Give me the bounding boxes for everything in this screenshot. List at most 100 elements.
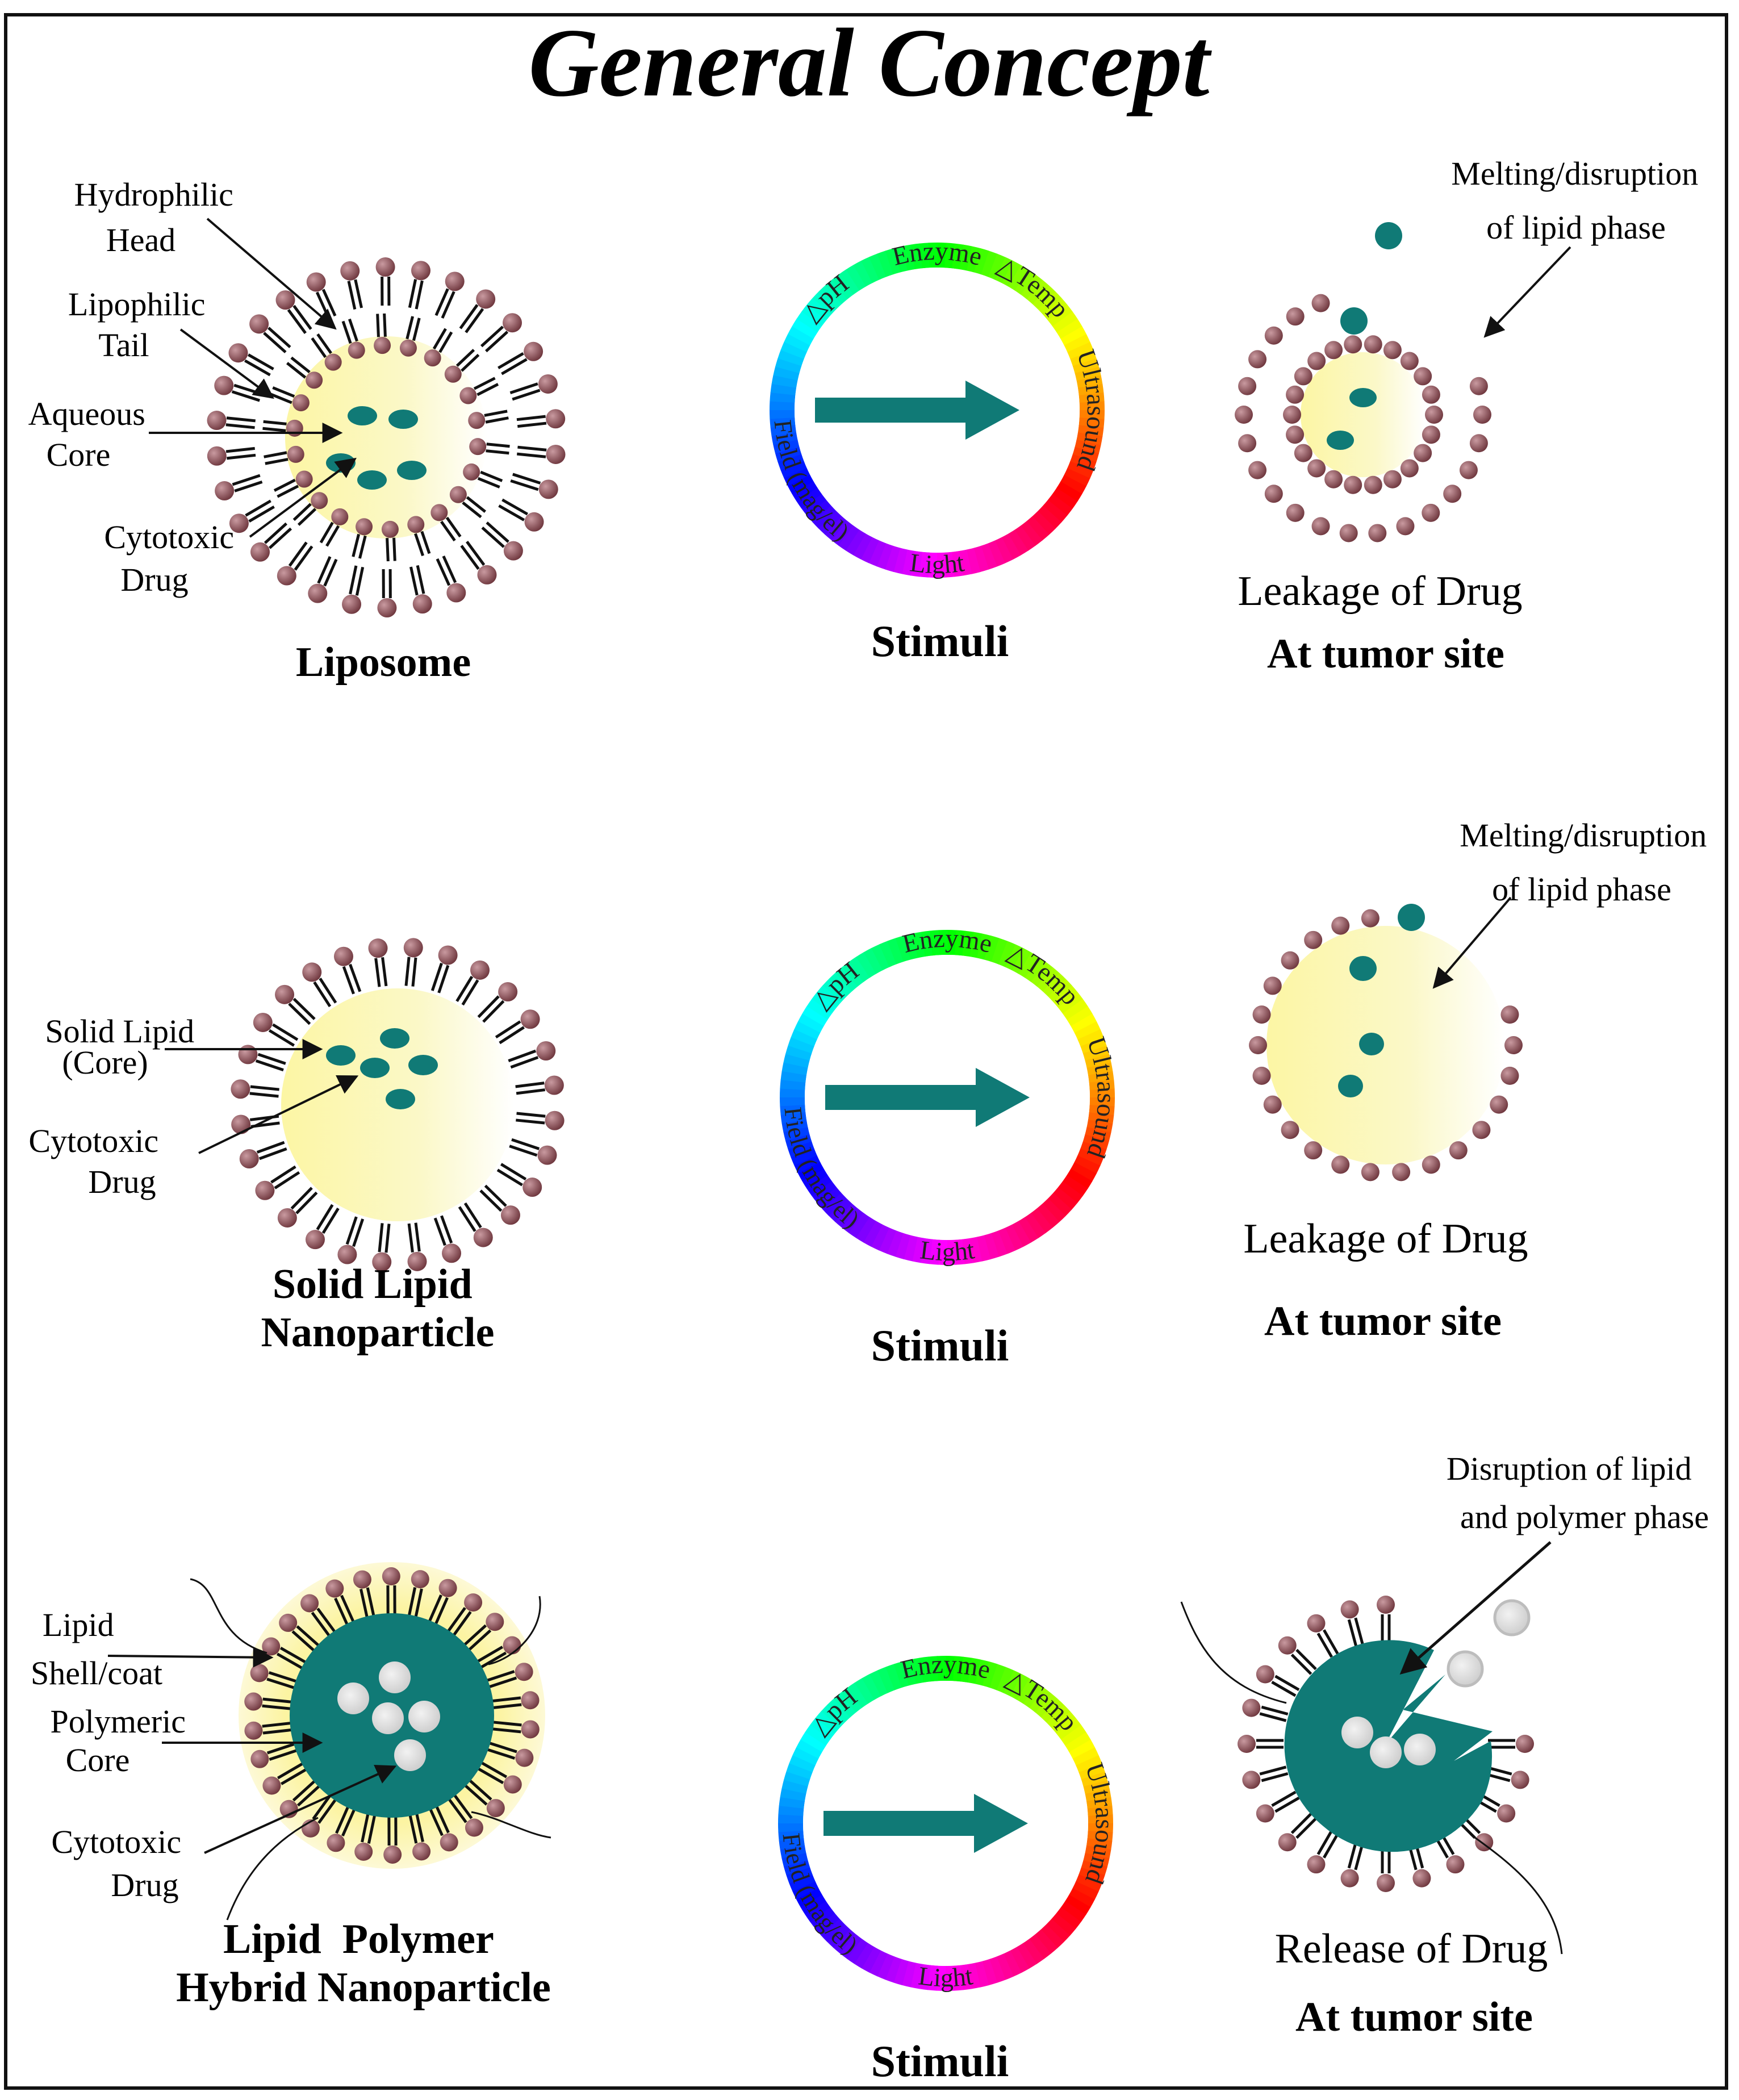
label-polymeric-core: Polymeric Core [51, 1703, 194, 1778]
carrier-name-hybrid: Lipid Polymer Hybrid Nanoparticle [176, 1916, 551, 2011]
stimuli-caption: Stimuli [871, 616, 1009, 666]
lipid-tail [462, 501, 482, 519]
lipid-head [476, 289, 496, 309]
wheel-segment [855, 1217, 876, 1243]
lipid-tail [1274, 1797, 1300, 1813]
wheel-segment [863, 947, 883, 974]
wheel-segment [996, 1953, 1014, 1980]
lipid-tail [447, 1607, 466, 1633]
lipid-head [444, 365, 462, 383]
arrow-cytotoxic-drug [249, 457, 357, 538]
wheel-segment [1046, 1918, 1071, 1943]
lipid-head [486, 1799, 505, 1818]
lipid-tail [437, 965, 450, 993]
lipid-head [1396, 517, 1415, 536]
lipid-tail [245, 499, 271, 517]
wheel-segment [1005, 944, 1024, 971]
wheel-segment [1052, 311, 1078, 333]
lipid-head [1459, 461, 1478, 479]
lipid-tail [321, 1207, 340, 1234]
lipid-tail [249, 1092, 279, 1098]
lipid-tail [477, 477, 500, 489]
lipid-tail [276, 1652, 303, 1670]
lipid-tail [420, 531, 431, 554]
wheel-segment [1064, 334, 1090, 353]
wheel-segment [1048, 304, 1073, 327]
lipid-head [537, 1145, 557, 1165]
lipid-tail [435, 1805, 450, 1834]
lipid-head [524, 341, 544, 361]
wheel-segment [951, 550, 964, 577]
wheel-segment [1085, 1127, 1111, 1142]
drug-bead [408, 1701, 440, 1732]
wheel-segment [827, 1698, 851, 1723]
wheel-segment [1081, 1771, 1108, 1787]
wheel-segment [796, 487, 822, 509]
lipid-head [1511, 1771, 1529, 1789]
lipid-tail [429, 1808, 444, 1836]
wheel-segment [960, 1964, 972, 1990]
wheel-segment [835, 1203, 858, 1228]
wheel-segment [842, 961, 864, 987]
wheel-segment [984, 1233, 1000, 1260]
lipid-head [300, 1594, 319, 1613]
lipid-head [546, 444, 566, 464]
wheel-segment [1061, 1725, 1086, 1746]
lipid-head [1414, 367, 1432, 386]
wheel-segment [996, 1667, 1014, 1693]
lipid-tail [267, 327, 291, 348]
lipid-tail [256, 1141, 285, 1154]
lipid-tail [265, 458, 289, 465]
lipid-tail [323, 558, 338, 587]
wheel-segment [1029, 1934, 1051, 1960]
wheel-segment [780, 1788, 806, 1801]
lipid-tail [492, 1696, 521, 1703]
wheel-segment [1026, 516, 1050, 541]
drug-dot [386, 1089, 415, 1109]
lipid-tail [272, 1023, 299, 1041]
lipid-tail [488, 1742, 517, 1754]
drug-dot [380, 1028, 409, 1049]
wheel-segment [806, 298, 831, 321]
wheel-segment [870, 1670, 888, 1697]
lipid-head [473, 1228, 493, 1247]
lipid-tail [296, 1625, 320, 1647]
wheel-segment [1018, 952, 1039, 978]
label-hydrophilic-head: Hydrophilic Head [74, 176, 242, 258]
lipid-head [255, 1180, 275, 1200]
lipid-tail [268, 527, 292, 549]
lipid-tail [225, 446, 256, 453]
wheel-segment [1042, 1198, 1066, 1222]
lipid-head [1340, 1869, 1359, 1888]
wheel-segment [1026, 279, 1050, 304]
lipid-tail [280, 1768, 307, 1785]
label-cytotoxic-drug: Cytotoxic Drug [51, 1823, 189, 1903]
lipid-head [231, 1079, 250, 1099]
lipid-head [1425, 406, 1443, 424]
lipid-tail [286, 362, 307, 379]
wheel-segment [998, 941, 1016, 967]
wheel-segment [981, 251, 998, 277]
lipid-tail [516, 1088, 546, 1095]
label-cytotoxic-drug: Cytotoxic Drug [104, 519, 242, 598]
lipid-tail [384, 1224, 391, 1253]
wheel-segment [877, 251, 894, 277]
decor-curve [471, 1811, 551, 1839]
wheel-segment [1053, 985, 1078, 1008]
row-solid-lipid-nanoparticle: Solid Lipid (Core) Cytotoxic Drug Solid … [28, 817, 1707, 1370]
lipid-tail [257, 1053, 286, 1065]
lipid-head [1294, 444, 1312, 462]
wheel-segment [769, 410, 795, 419]
wheel-segment [1071, 1013, 1097, 1033]
lipid-tail [415, 280, 424, 310]
lipid-head [374, 337, 391, 354]
result-caption-1: Release of Drug [1275, 1926, 1548, 1972]
wheel-segment [787, 474, 814, 494]
lipid-head [1344, 335, 1362, 354]
lipid-tail [411, 957, 417, 987]
lipid-tail [1347, 1841, 1358, 1869]
lipid-head [464, 1593, 483, 1612]
lipid-tail [510, 1056, 539, 1069]
wheel-segment [1077, 1029, 1104, 1047]
lipid-tail [436, 558, 451, 586]
